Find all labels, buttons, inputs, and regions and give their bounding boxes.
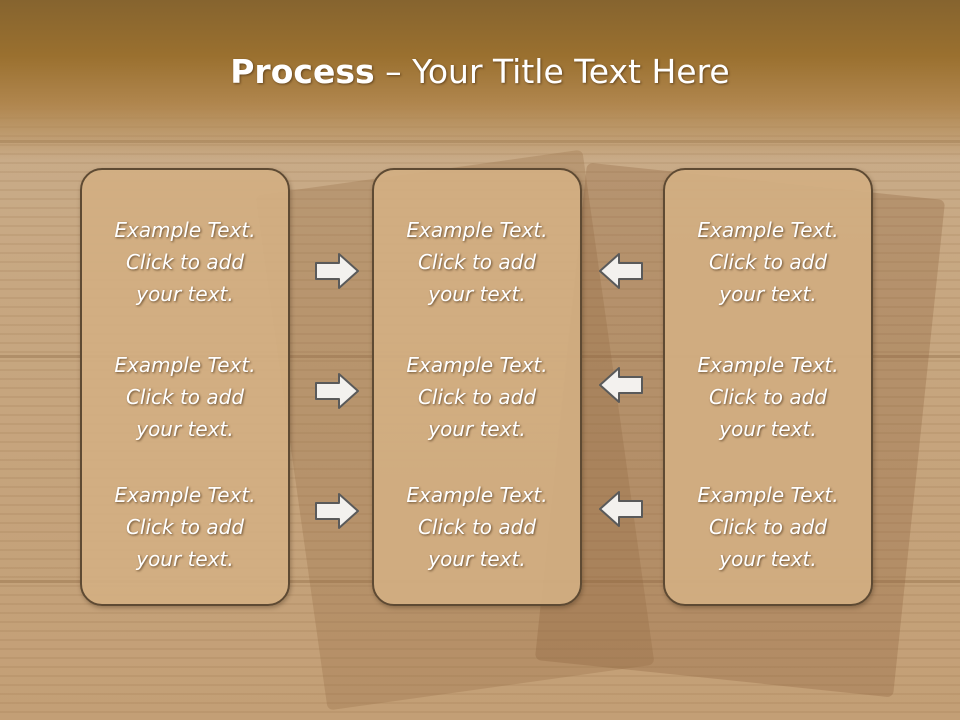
item-line: your text. xyxy=(136,417,234,441)
item-line: your text. xyxy=(136,282,234,306)
title-bold: Process xyxy=(230,52,375,91)
item-line: Click to add xyxy=(125,515,245,539)
text-placeholder[interactable]: Example Text. Click to add your text. xyxy=(82,349,288,445)
item-line: Example Text. xyxy=(114,218,256,242)
item-line: your text. xyxy=(428,547,526,571)
item-line: Click to add xyxy=(125,385,245,409)
title-rest: – Your Title Text Here xyxy=(374,52,730,91)
item-line: Click to add xyxy=(417,515,537,539)
item-line: Click to add xyxy=(708,515,828,539)
item-line: your text. xyxy=(719,547,817,571)
text-placeholder[interactable]: Example Text. Click to add your text. xyxy=(665,479,871,575)
item-line: Click to add xyxy=(125,250,245,274)
item-line: Example Text. xyxy=(406,353,548,377)
item-line: Click to add xyxy=(708,385,828,409)
text-placeholder[interactable]: Example Text. Click to add your text. xyxy=(374,349,580,445)
item-line: your text. xyxy=(719,282,817,306)
arrow-right-icon[interactable] xyxy=(313,371,361,411)
arrow-left-icon[interactable] xyxy=(597,365,645,405)
text-placeholder[interactable]: Example Text. Click to add your text. xyxy=(82,214,288,310)
arrow-right-icon[interactable] xyxy=(313,491,361,531)
arrow-left-icon[interactable] xyxy=(597,489,645,529)
text-placeholder[interactable]: Example Text. Click to add your text. xyxy=(82,479,288,575)
text-placeholder[interactable]: Example Text. Click to add your text. xyxy=(665,214,871,310)
item-line: Example Text. xyxy=(114,353,256,377)
item-line: Example Text. xyxy=(406,218,548,242)
arrow-right-icon[interactable] xyxy=(313,251,361,291)
process-box-center[interactable]: Example Text. Click to add your text. Ex… xyxy=(372,168,582,606)
item-line: Example Text. xyxy=(697,483,839,507)
text-placeholder[interactable]: Example Text. Click to add your text. xyxy=(374,479,580,575)
item-line: Example Text. xyxy=(406,483,548,507)
item-line: Example Text. xyxy=(697,218,839,242)
item-line: Example Text. xyxy=(114,483,256,507)
process-box-left[interactable]: Example Text. Click to add your text. Ex… xyxy=(80,168,290,606)
process-box-right[interactable]: Example Text. Click to add your text. Ex… xyxy=(663,168,873,606)
text-placeholder[interactable]: Example Text. Click to add your text. xyxy=(665,349,871,445)
arrow-left-icon[interactable] xyxy=(597,251,645,291)
text-placeholder[interactable]: Example Text. Click to add your text. xyxy=(374,214,580,310)
item-line: Example Text. xyxy=(697,353,839,377)
slide-title[interactable]: Process – Your Title Text Here xyxy=(0,52,960,91)
item-line: your text. xyxy=(428,417,526,441)
item-line: your text. xyxy=(428,282,526,306)
item-line: Click to add xyxy=(417,385,537,409)
item-line: Click to add xyxy=(708,250,828,274)
item-line: Click to add xyxy=(417,250,537,274)
title-banner xyxy=(0,0,960,160)
item-line: your text. xyxy=(136,547,234,571)
item-line: your text. xyxy=(719,417,817,441)
